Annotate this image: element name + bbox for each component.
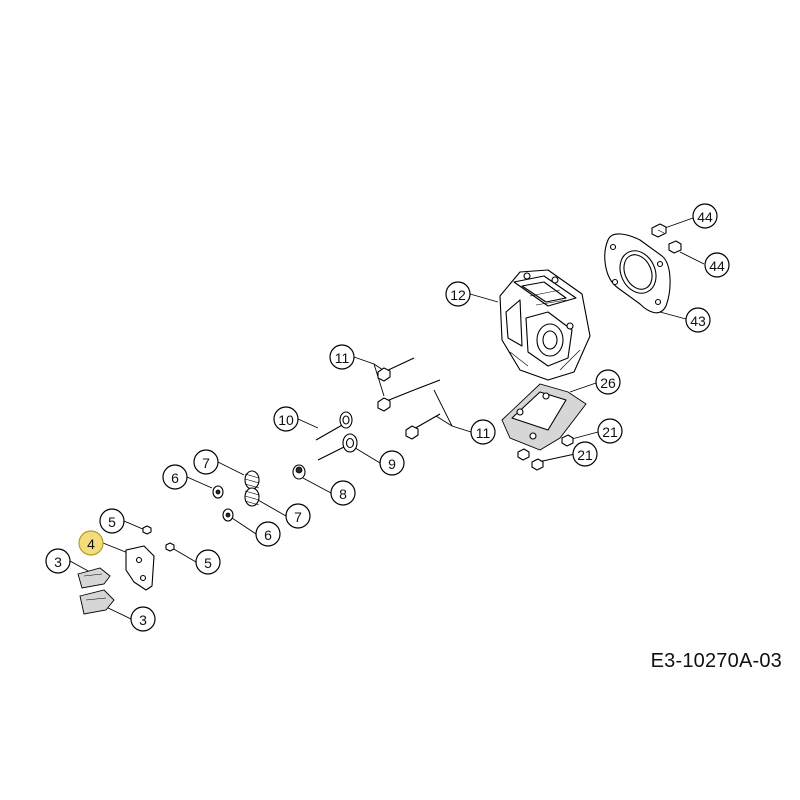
callout-label: 3 bbox=[54, 554, 62, 570]
callout-label: 11 bbox=[476, 425, 491, 441]
part-5-nut-upper bbox=[142, 525, 152, 535]
callout-4-highlighted[interactable]: 4 bbox=[78, 530, 104, 556]
callout-label: 5 bbox=[108, 514, 116, 530]
part-10-valve bbox=[315, 411, 353, 441]
part-44-bolt-upper bbox=[651, 223, 667, 238]
callout-label: 6 bbox=[264, 527, 272, 543]
callout-7-lower[interactable]: 7 bbox=[285, 503, 311, 529]
callout-label: 43 bbox=[690, 313, 706, 329]
callout-label: 8 bbox=[339, 486, 347, 502]
part-43-gasket bbox=[604, 233, 671, 314]
part-9-valve bbox=[317, 433, 358, 461]
callout-label: 10 bbox=[278, 412, 294, 428]
callout-21-upper[interactable]: 21 bbox=[597, 418, 623, 444]
part-21-screw-lower bbox=[517, 448, 544, 471]
part-6-retainer-lower bbox=[222, 508, 234, 522]
callout-label: 7 bbox=[202, 455, 210, 471]
callout-label: 44 bbox=[697, 209, 713, 225]
part-26-heat-shield bbox=[501, 383, 587, 451]
callout-11-lower[interactable]: 11 bbox=[470, 419, 496, 445]
callout-5-lower[interactable]: 5 bbox=[195, 549, 221, 575]
part-8-valve-seal bbox=[292, 464, 306, 480]
part-21-screw-upper bbox=[561, 434, 574, 447]
callout-8[interactable]: 8 bbox=[330, 480, 356, 506]
callout-6-lower[interactable]: 6 bbox=[255, 521, 281, 547]
drawing-reference-code: E3-10270A-03 bbox=[650, 650, 782, 672]
callout-12[interactable]: 12 bbox=[445, 281, 471, 307]
callout-10[interactable]: 10 bbox=[273, 406, 299, 432]
callout-label: 26 bbox=[600, 375, 616, 391]
callout-21-lower[interactable]: 21 bbox=[572, 441, 598, 467]
callout-label: 12 bbox=[450, 287, 466, 303]
callout-3-upper[interactable]: 3 bbox=[45, 548, 71, 574]
callout-label: 4 bbox=[87, 536, 95, 552]
part-6-retainer-upper bbox=[212, 485, 224, 499]
callout-26[interactable]: 26 bbox=[595, 369, 621, 395]
leader-lines bbox=[69, 217, 705, 620]
callout-6-upper[interactable]: 6 bbox=[162, 464, 188, 490]
part-3-rocker-arm-upper bbox=[77, 567, 111, 589]
callout-label: 11 bbox=[335, 350, 350, 366]
callout-9[interactable]: 9 bbox=[379, 450, 405, 476]
part-4-guide-plate bbox=[125, 545, 155, 591]
callout-label: 21 bbox=[602, 424, 618, 440]
callout-11-upper[interactable]: 11 bbox=[329, 344, 355, 370]
callout-label: 7 bbox=[294, 509, 302, 525]
callout-43[interactable]: 43 bbox=[685, 307, 711, 333]
callout-7-upper[interactable]: 7 bbox=[193, 449, 219, 475]
callout-label: 5 bbox=[204, 555, 212, 571]
part-11-bolts-lower bbox=[405, 413, 441, 440]
part-7-valve-spring-upper bbox=[244, 470, 260, 490]
callout-label: 44 bbox=[709, 258, 725, 274]
callout-label: 3 bbox=[139, 612, 147, 628]
part-5-nut-lower bbox=[165, 542, 175, 552]
part-11-bolts-upper bbox=[377, 357, 441, 412]
callout-label: 21 bbox=[577, 447, 593, 463]
callout-3-lower[interactable]: 3 bbox=[130, 606, 156, 632]
callout-label: 9 bbox=[388, 456, 396, 472]
callout-44-lower[interactable]: 44 bbox=[704, 252, 730, 278]
part-3-rocker-arm-lower bbox=[79, 589, 115, 615]
callout-5-upper[interactable]: 5 bbox=[99, 508, 125, 534]
callout-44-upper[interactable]: 44 bbox=[692, 203, 718, 229]
part-44-bolt-lower bbox=[668, 240, 682, 254]
part-7-valve-spring-lower bbox=[244, 487, 260, 507]
part-12-cylinder-head bbox=[499, 269, 591, 381]
callout-label: 6 bbox=[171, 470, 179, 486]
